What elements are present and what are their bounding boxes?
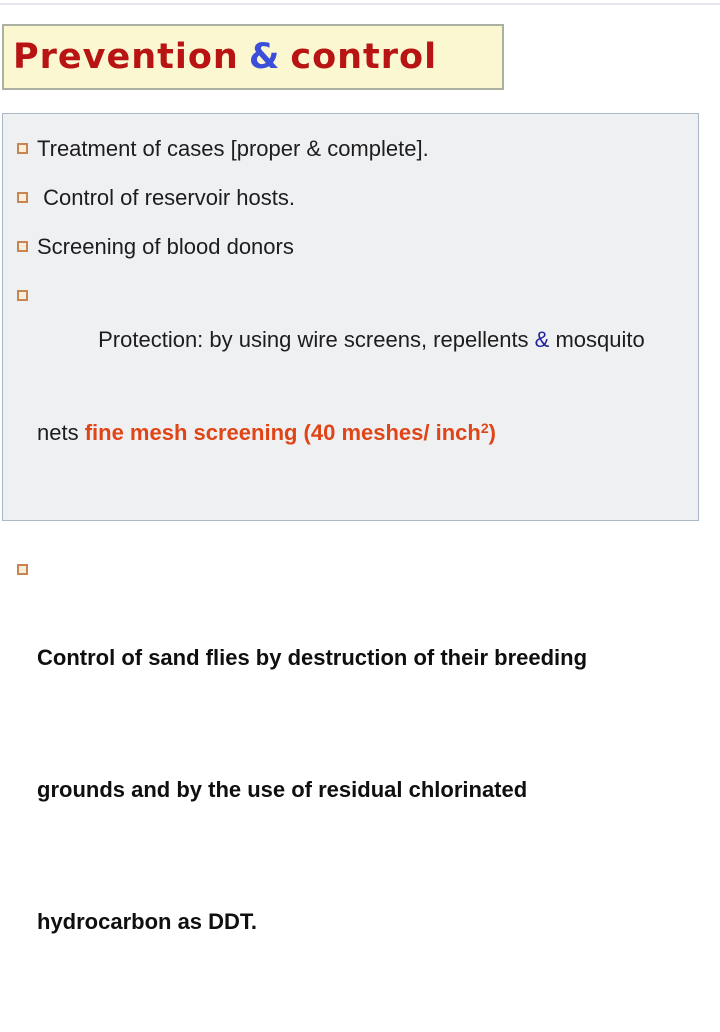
title-part-2: control <box>290 37 438 77</box>
body-ampersand: & <box>534 327 550 352</box>
bullet-list: Treatment of cases [proper & complete]. … <box>15 127 692 1032</box>
nets-text: nets <box>37 420 85 445</box>
bullet-square-icon <box>17 241 28 252</box>
bullet-square-icon <box>17 290 28 301</box>
bullet-text: Control of reservoir hosts. <box>37 185 295 210</box>
mesh-highlight-close: ) <box>488 420 496 445</box>
superscript-2: 2 <box>480 420 489 436</box>
bullet-item-protection: Protection: by using wire screens, repel… <box>15 274 692 543</box>
title-ampersand: & <box>248 37 281 77</box>
page-title: Prevention&control <box>13 37 437 77</box>
bullet-text: Screening of blood donors <box>37 234 294 259</box>
bullet-line: nets fine mesh screening (40 meshes/ inc… <box>37 406 692 455</box>
bullet-item-sandflies: Control of sand flies by destruction of … <box>15 548 692 1032</box>
top-accent-line <box>0 3 720 5</box>
bullet-line: grounds and by the use of residual chlor… <box>37 777 528 802</box>
bullet-text: Protection: by using wire screens, repel… <box>37 274 692 543</box>
bullet-item-screening: Screening of blood donors <box>15 225 692 269</box>
protection-text: Protection: by using wire screens, repel… <box>98 327 535 352</box>
bullet-line: Protection: by using wire screens, repel… <box>98 327 645 352</box>
bullet-item-treatment: Treatment of cases [proper & complete]. <box>15 127 692 171</box>
slide-title-box: Prevention&control <box>2 24 504 90</box>
title-part-1: Prevention <box>13 37 239 77</box>
bullet-line: hydrocarbon as DDT. <box>37 909 258 934</box>
bullet-line: Control of sand flies by destruction of … <box>37 645 588 670</box>
slide-body-box: Treatment of cases [proper & complete]. … <box>2 113 699 934</box>
bullet-square-icon <box>17 192 28 203</box>
bullet-square-icon <box>17 143 28 154</box>
slide-canvas: Prevention&control Treatment of cases [p… <box>0 3 720 934</box>
bullet-text: Treatment of cases [proper & complete]. <box>37 136 429 161</box>
protection-text-cont: mosquito <box>549 327 645 352</box>
bullet-text: Control of sand flies by destruction of … <box>37 548 692 1032</box>
bullet-item-reservoir: Control of reservoir hosts. <box>15 176 692 220</box>
mesh-highlight-text: fine mesh screening (40 meshes/ inch <box>84 420 481 445</box>
bullet-square-icon <box>17 564 28 575</box>
